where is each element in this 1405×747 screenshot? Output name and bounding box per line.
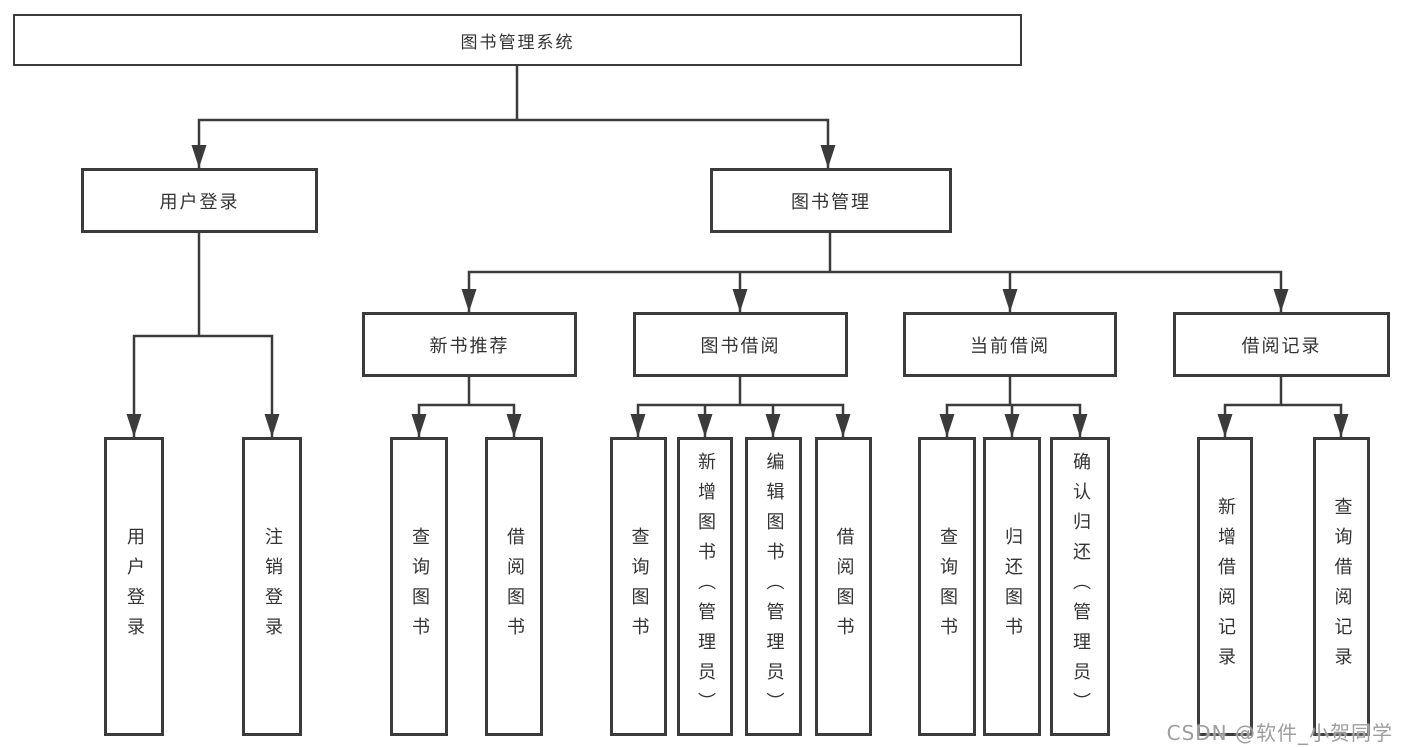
leaf-borrow-books: 借阅图书	[485, 437, 543, 736]
node-root-system: 图书管理系统	[13, 14, 1022, 66]
connector-new-book-recommend-children	[417, 377, 516, 437]
node-borrow-records: 借阅记录	[1173, 312, 1390, 377]
leaf-add-borrow-record: 新增借阅记录	[1197, 437, 1253, 736]
node-current-borrow: 当前借阅	[903, 312, 1117, 377]
connector-book-management-children	[467, 233, 1283, 312]
node-user-login: 用户登录	[81, 168, 318, 233]
watermark-text: CSDN @软件_小贺同学	[1166, 721, 1393, 745]
node-book-borrow: 图书借阅	[633, 312, 848, 377]
connector-borrow-records-children	[1223, 377, 1343, 437]
leaf-borrow-books: 借阅图书	[815, 437, 872, 736]
node-new-book-recommend: 新书推荐	[362, 312, 577, 377]
leaf-query-books: 查询图书	[610, 437, 667, 736]
leaf-confirm-return-admin: 确认归还（管理员）	[1050, 437, 1110, 736]
node-book-management: 图书管理	[710, 168, 952, 233]
leaf-user-login: 用户登录	[104, 437, 164, 736]
connector-book-borrow-children	[636, 377, 845, 437]
leaf-query-books: 查询图书	[918, 437, 976, 736]
connector-root-to-level2	[197, 66, 830, 168]
leaf-edit-book-admin: 编辑图书（管理员）	[745, 437, 802, 736]
leaf-add-book-admin: 新增图书（管理员）	[677, 437, 733, 736]
leaf-query-books: 查询图书	[390, 437, 448, 736]
leaf-logout: 注销登录	[242, 437, 302, 736]
connector-user-login-children	[132, 233, 274, 437]
leaf-return-books: 归还图书	[983, 437, 1041, 736]
leaf-query-borrow-record: 查询借阅记录	[1313, 437, 1370, 736]
